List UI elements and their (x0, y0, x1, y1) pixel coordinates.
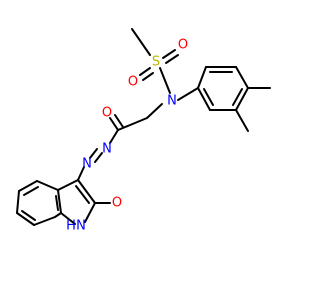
atom-n-azo-1: N (102, 142, 112, 157)
background (0, 0, 300, 300)
molecule-structure: S O O N O N N H N O (0, 0, 300, 300)
atom-n-indole: N (76, 219, 86, 234)
atom-s: S (152, 55, 160, 70)
atom-o-amide: O (102, 106, 112, 121)
atom-n-azo-2: N (82, 157, 92, 172)
atom-o-top: O (178, 38, 188, 53)
atom-o-left: O (128, 75, 138, 90)
atom-h-indole: H (66, 219, 76, 234)
bonds (16, 28, 271, 226)
atom-n-sulfonamide: N (167, 94, 177, 109)
atom-o-enol: O (112, 196, 122, 211)
atom-labels: S O O N O N N H N O (66, 38, 188, 234)
